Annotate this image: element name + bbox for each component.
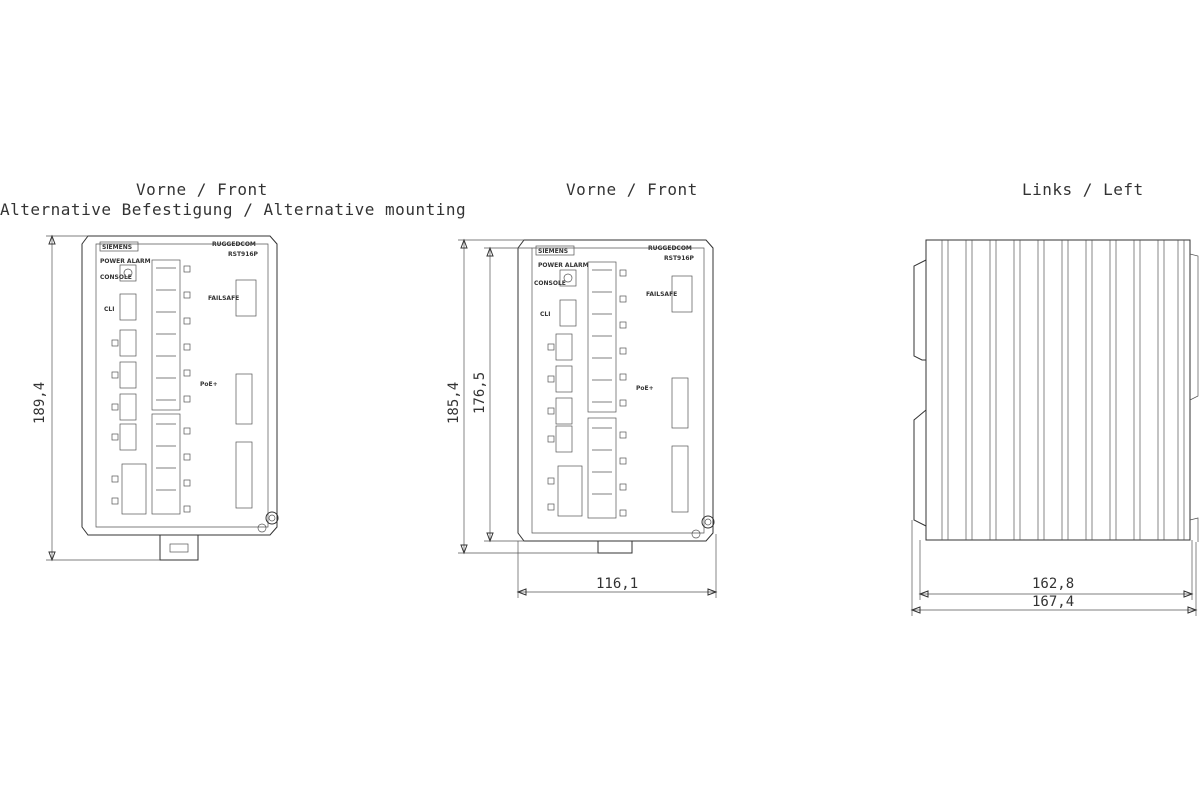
front-width-dim: 116,1 (596, 576, 638, 592)
front-title: Vorne / Front (566, 180, 698, 199)
left-view: 162,8 167,4 (910, 239, 1199, 616)
front-cli: CLI (540, 311, 550, 318)
front-alt-subtitle: Alternative Befestigung / Alternative mo… (0, 200, 467, 219)
left-depth-outer: 167,4 (1032, 594, 1074, 610)
front-alt-brand: SIEMENS (102, 244, 132, 251)
front-view: SIEMENS RUGGEDCOM RST916P POWER ALARM CO… (446, 238, 718, 598)
front-brand: SIEMENS (538, 248, 568, 255)
front-line: RUGGEDCOM (648, 245, 692, 252)
front-alt-view: SIEMENS RUGGEDCOM RST916P POWER ALARM CO… (32, 234, 279, 562)
front-height-outer: 185,4 (446, 382, 462, 424)
left-title: Links / Left (1022, 180, 1144, 199)
front-alt-power-alarm: POWER ALARM (100, 258, 151, 265)
left-depth-inner: 162,8 (1032, 576, 1074, 592)
front-poe: PoE+ (636, 385, 654, 392)
front-power-alarm: POWER ALARM (538, 262, 589, 269)
front-alt-line: RUGGEDCOM (212, 241, 256, 248)
front-console: CONSOLE (534, 280, 566, 287)
front-alt-height-dim: 189,4 (32, 382, 48, 424)
front-height-inner: 176,5 (472, 372, 488, 414)
front-alt-poe: PoE+ (200, 381, 218, 388)
front-model: RST916P (664, 255, 695, 262)
front-alt-console: CONSOLE (100, 274, 132, 281)
front-alt-model: RST916P (228, 251, 259, 258)
front-alt-title: Vorne / Front (136, 180, 268, 199)
front-alt-cli: CLI (104, 306, 114, 313)
front-alt-failsafe: FAILSAFE (208, 295, 239, 302)
front-failsafe: FAILSAFE (646, 291, 677, 298)
